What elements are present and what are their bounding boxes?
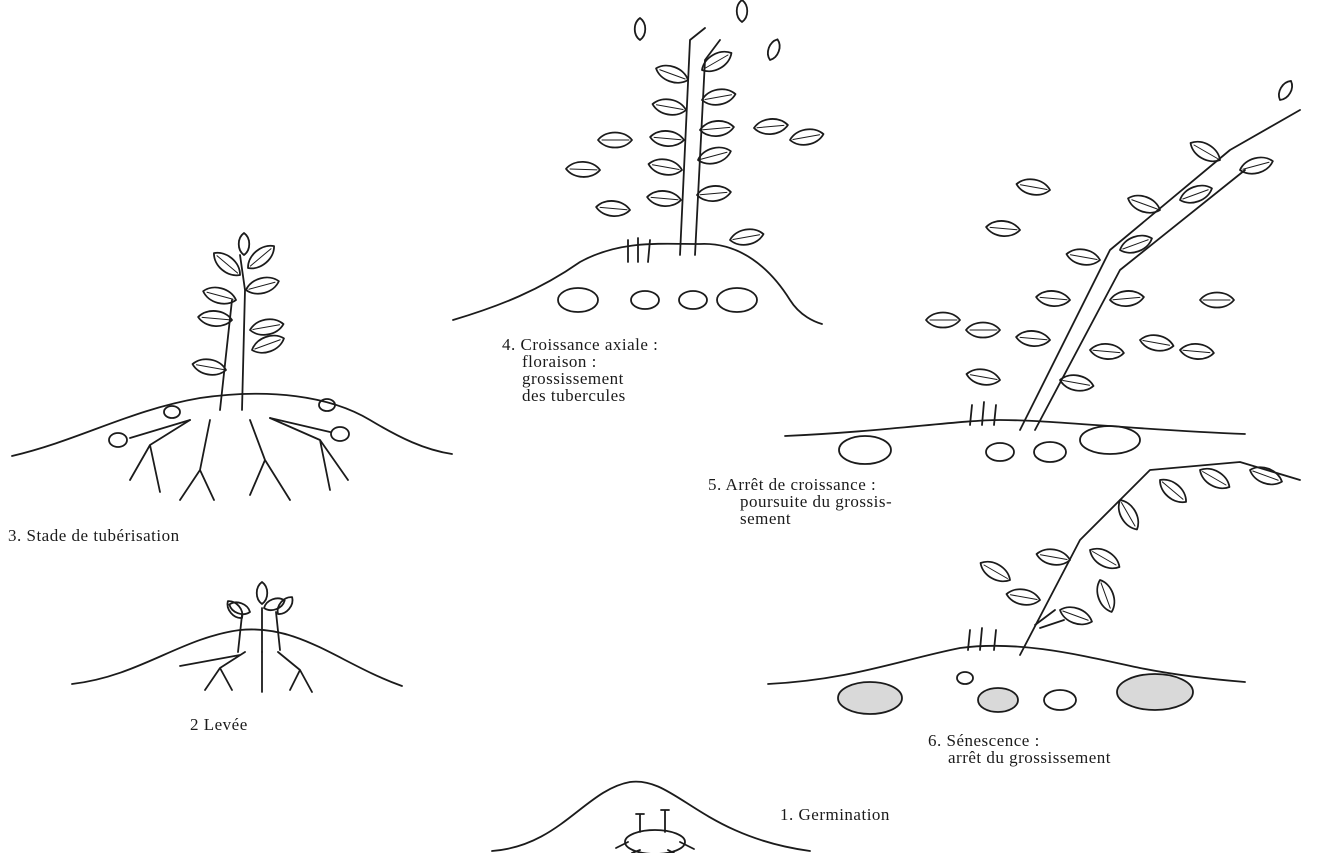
label-stage-2: 2 Levée	[190, 716, 248, 733]
label-stage-6: 6. Sénescence : arrêt du grossissement	[928, 732, 1111, 766]
label-stage-4-line-1: 4. Croissance axiale :	[502, 336, 658, 353]
label-stage-1: 1. Germination	[780, 806, 890, 823]
label-stage-3: 3. Stade de tubérisation	[8, 527, 180, 544]
stage-3-tuberisation-plant	[12, 233, 452, 500]
label-stage-5-line-3: sement	[708, 510, 892, 527]
label-stage-6-line-1: 6. Sénescence :	[928, 732, 1111, 749]
stage-4-croissance-axiale-plant	[453, 0, 825, 324]
label-stage-2-line-1: 2 Levée	[190, 716, 248, 733]
stage-1-germination-plant	[492, 782, 810, 853]
label-stage-4-line-4: des tubercules	[502, 387, 658, 404]
label-stage-3-line-1: 3. Stade de tubérisation	[8, 527, 180, 544]
stage-5-arret-croissance-plant	[785, 78, 1300, 464]
label-stage-6-line-2: arrêt du grossissement	[928, 749, 1111, 766]
stage-2-levee-plant	[72, 582, 402, 692]
label-stage-1-line-1: 1. Germination	[780, 806, 890, 823]
label-stage-4: 4. Croissance axiale : floraison : gross…	[502, 336, 658, 404]
label-stage-5-line-2: poursuite du grossis-	[708, 493, 892, 510]
label-stage-4-line-3: grossissement	[502, 370, 658, 387]
label-stage-4-line-2: floraison :	[502, 353, 658, 370]
label-stage-5: 5. Arrêt de croissance : poursuite du gr…	[708, 476, 892, 527]
label-stage-5-line-1: 5. Arrêt de croissance :	[708, 476, 892, 493]
